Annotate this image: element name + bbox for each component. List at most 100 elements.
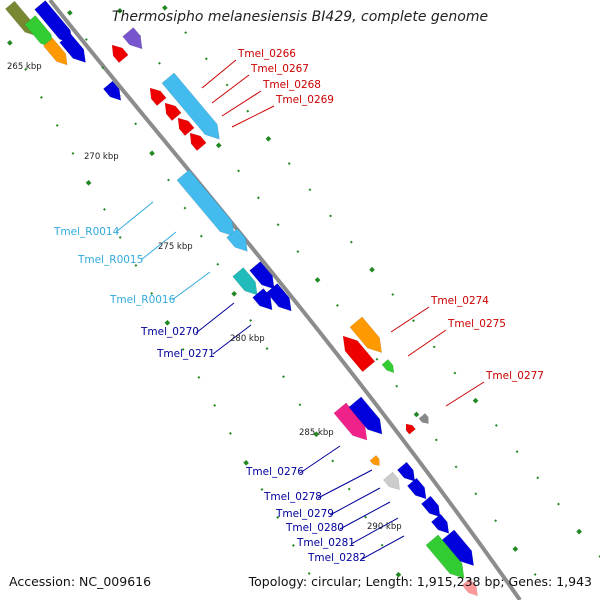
ring-tick xyxy=(314,277,321,283)
gene-label-tmel-0280[interactable]: Tmel_0280 xyxy=(285,522,344,534)
gene-blue xyxy=(348,396,383,435)
gene-label-tmel-0267[interactable]: Tmel_0267 xyxy=(250,63,309,75)
gene-label-tmel-r0015[interactable]: Tmel_R0015 xyxy=(77,254,143,266)
ring-tick xyxy=(150,292,154,295)
label-leader-line xyxy=(350,517,399,545)
gene-blue xyxy=(59,33,86,63)
label-leader-line xyxy=(171,271,211,301)
label-leader-line xyxy=(329,487,381,516)
ring-tick xyxy=(117,7,123,14)
ring-tick xyxy=(181,348,185,351)
label-leader-line xyxy=(361,535,405,560)
ring-tick xyxy=(536,476,540,480)
ring-tick xyxy=(55,124,59,127)
gene-label-tmel-0274[interactable]: Tmel_0274 xyxy=(430,295,489,307)
ring-tick xyxy=(364,515,368,519)
ring-tick xyxy=(118,235,122,239)
ring-tick xyxy=(256,196,260,200)
ring-tick xyxy=(149,150,155,157)
gene-orange xyxy=(43,37,68,66)
label-leader-line xyxy=(212,324,252,355)
gene-tmel-0267 xyxy=(164,102,182,121)
scale-label-290: 290 kbp xyxy=(367,522,402,532)
ring-tick xyxy=(413,411,420,418)
gene-label-tmel-0281[interactable]: Tmel_0281 xyxy=(296,537,355,549)
gene-blue xyxy=(407,477,427,500)
gene-label-tmel-r0016[interactable]: Tmel_R0016 xyxy=(109,294,176,306)
ring-tick xyxy=(216,262,220,266)
label-leader-line xyxy=(445,381,485,407)
genome-backbone xyxy=(48,0,522,600)
ring-tick xyxy=(103,207,106,211)
gene-label-tmel-0275[interactable]: Tmel_0275 xyxy=(447,318,506,330)
ring-tick xyxy=(229,432,232,435)
ring-tick xyxy=(246,109,250,113)
ring-tick xyxy=(395,571,402,578)
label-leader-line xyxy=(211,74,250,104)
label-leader-line xyxy=(407,329,447,357)
ring-tick xyxy=(85,180,92,186)
label-leader-line xyxy=(140,231,177,261)
ring-tick xyxy=(329,214,333,218)
gene-label-tmel-0268[interactable]: Tmel_0268 xyxy=(262,79,321,91)
gene-cyan xyxy=(161,72,220,140)
ring-tick xyxy=(282,375,285,379)
ring-tick xyxy=(164,320,171,326)
ring-tick xyxy=(432,345,436,349)
scale-label-275: 275 kbp xyxy=(158,242,193,252)
label-leader-line xyxy=(299,445,341,474)
gene-label-tmel-0279[interactable]: Tmel_0279 xyxy=(275,508,334,520)
gene-label-tmel-0270[interactable]: Tmel_0270 xyxy=(140,326,199,338)
page-title: Thermosipho melanesiensis BI429, complet… xyxy=(111,9,489,25)
gene-blue xyxy=(421,495,441,518)
ring-tick xyxy=(265,135,272,142)
ring-tick xyxy=(158,61,161,65)
label-leader-line xyxy=(231,105,275,128)
ring-tick xyxy=(494,424,498,427)
ring-tick xyxy=(375,357,379,361)
scale-label-265: 265 kbp xyxy=(7,62,42,72)
ring-tick xyxy=(183,206,187,210)
gene-tmel-0275 xyxy=(342,335,376,373)
ring-tick xyxy=(472,397,479,404)
ring-ticks xyxy=(7,4,600,600)
ring-tick xyxy=(40,96,43,99)
ring-tick xyxy=(197,376,201,379)
ring-tick xyxy=(184,31,188,35)
ring-tick xyxy=(576,528,582,535)
ring-tick xyxy=(395,384,399,388)
gene-label-tmel-0277[interactable]: Tmel_0277 xyxy=(485,370,544,382)
ring-tick xyxy=(369,266,375,273)
gene-label-tmel-0266[interactable]: Tmel_0266 xyxy=(237,48,296,60)
ring-tick xyxy=(260,487,264,491)
gene-red xyxy=(111,44,129,63)
gene-blue xyxy=(249,261,275,290)
label-leader-line xyxy=(390,306,430,333)
ring-tick xyxy=(494,519,498,523)
gene-label-tmel-r0014[interactable]: Tmel_R0014 xyxy=(53,226,120,238)
gene-blue xyxy=(103,80,122,101)
gene-label-tmel-0282[interactable]: Tmel_0282 xyxy=(307,552,366,564)
label-leader-line xyxy=(115,201,154,233)
label-leader-line xyxy=(201,59,237,89)
gene-label-tmel-0278[interactable]: Tmel_0278 xyxy=(263,491,322,503)
ring-tick xyxy=(199,234,203,238)
ring-tick xyxy=(307,571,311,575)
gene-label-tmel-0276[interactable]: Tmel_0276 xyxy=(245,466,304,478)
gene-label-tmel-0269[interactable]: Tmel_0269 xyxy=(275,94,334,106)
ring-tick xyxy=(512,546,519,552)
ring-tick xyxy=(162,4,168,11)
ring-tick xyxy=(391,293,395,296)
label-leader-line xyxy=(195,302,235,334)
gene-tmel-0282 xyxy=(441,529,475,567)
ring-tick xyxy=(557,502,560,506)
scale-label-285: 285 kbp xyxy=(299,428,334,438)
ring-tick xyxy=(243,460,249,466)
ring-tick xyxy=(412,319,415,323)
ring-tick xyxy=(225,83,229,87)
gene-green xyxy=(425,534,465,579)
gene-tmel-0281 xyxy=(431,513,450,534)
ring-tick xyxy=(213,404,217,407)
gene-label-tmel-0271[interactable]: Tmel_0271 xyxy=(156,348,215,360)
ring-tick xyxy=(298,403,302,407)
